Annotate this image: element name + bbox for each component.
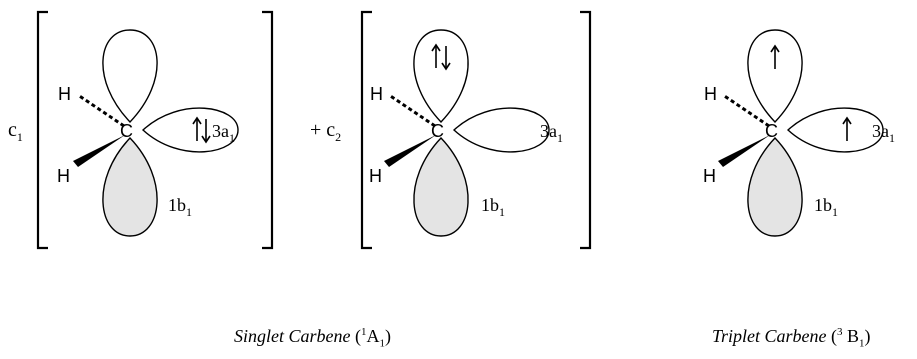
carbon-atom-3: C <box>765 121 778 141</box>
unpaired-electron-3a1 <box>842 116 852 141</box>
singlet-caption: Singlet Carbene (1A1) <box>234 326 391 350</box>
middle-bracket-close <box>580 10 592 250</box>
triplet-structure <box>716 28 885 238</box>
orbital-label-3a1-1: 3a1 <box>212 121 235 145</box>
left-bracket-open <box>36 10 48 250</box>
hydrogen-bottom-2: H <box>369 166 382 186</box>
left-bracket-close <box>262 10 274 250</box>
paired-electrons-p <box>431 43 451 71</box>
orbital-label-3a1-3: 3a1 <box>872 121 895 145</box>
coefficient-c2: + c2 <box>310 119 341 144</box>
orbital-label-1b1-1: 1b1 <box>168 195 192 219</box>
orbital-label-3a1-2: 3a1 <box>540 121 563 145</box>
hydrogen-bottom-1: H <box>57 166 70 186</box>
middle-bracket-open <box>360 10 372 250</box>
singlet-p-structure <box>382 28 551 238</box>
carbon-atom-1: C <box>120 121 133 141</box>
unpaired-electron-p <box>770 44 780 69</box>
carbon-atom-2: C <box>431 121 444 141</box>
orbital-label-1b1-3: 1b1 <box>814 195 838 219</box>
hydrogen-top-2: H <box>370 84 383 104</box>
paired-electrons-3a1 <box>192 116 211 144</box>
orbital-label-1b1-2: 1b1 <box>481 195 505 219</box>
singlet-3a1-structure <box>71 28 240 238</box>
triplet-caption: Triplet Carbene (3 B1) <box>712 326 871 350</box>
coefficient-c1: c1 <box>8 119 23 144</box>
hydrogen-bottom-3: H <box>703 166 716 186</box>
hydrogen-top-1: H <box>58 84 71 104</box>
hydrogen-top-3: H <box>704 84 717 104</box>
